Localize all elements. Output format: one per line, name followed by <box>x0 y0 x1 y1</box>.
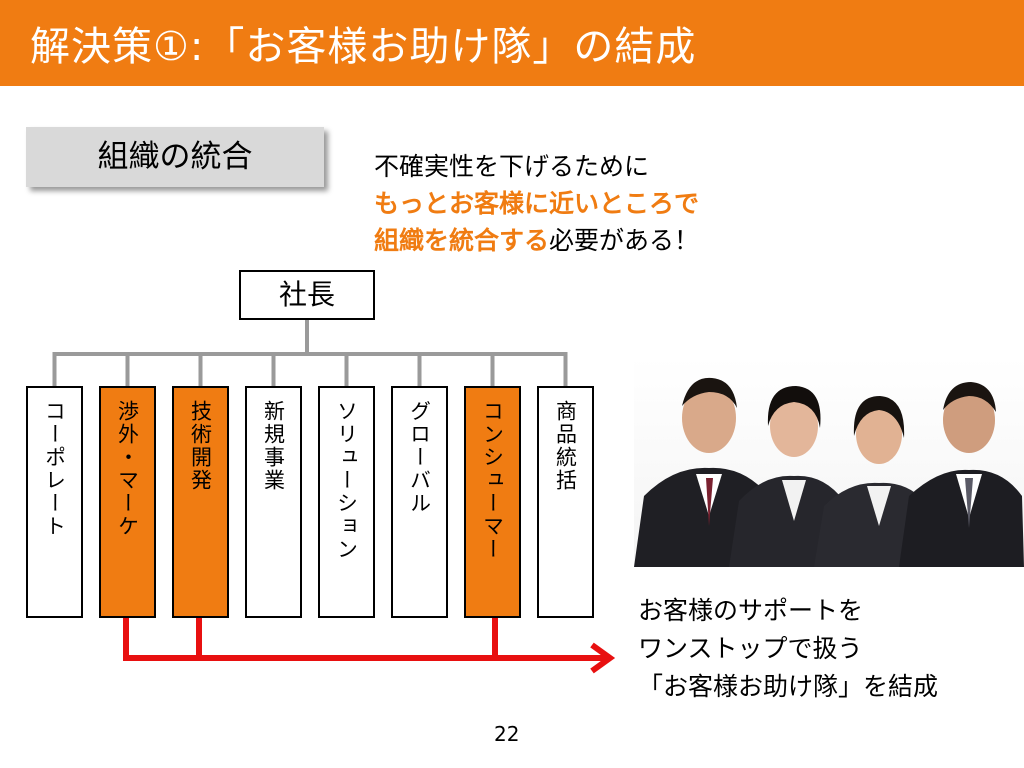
department-label: コンシューマー <box>480 400 505 561</box>
note-text: 不確実性を下げるために もっとお客様に近いところで 組織を統合する必要がある！ <box>374 148 699 259</box>
business-people-photo <box>634 356 1024 567</box>
department-label: 技術開発 <box>188 400 213 492</box>
page-number: 22 <box>494 722 520 746</box>
department-box-7: コンシューマー <box>464 386 521 618</box>
section-label: 組織の統合 <box>97 139 253 175</box>
note-line-3-highlight: 組織を統合する <box>374 226 550 255</box>
department-box-3: 技術開発 <box>172 386 229 618</box>
note-line-3-rest: 必要がある！ <box>549 226 700 255</box>
department-label: グローバル <box>407 400 432 515</box>
note-line-1: 不確実性を下げるために <box>374 152 650 181</box>
department-label: ソリューション <box>334 400 359 561</box>
caption-line-3: 「お客様お助け隊」を結成 <box>638 672 939 701</box>
department-label: 商品統括 <box>553 400 578 492</box>
department-box-4: 新規事業 <box>245 386 302 618</box>
person-4 <box>899 382 1024 567</box>
ceo-box: 社長 <box>239 270 375 320</box>
title-bar: 解決策①:「お客様お助け隊」の結成 <box>0 0 1024 86</box>
section-label-box: 組織の統合 <box>26 127 324 187</box>
note-line-2: もっとお客様に近いところで <box>374 189 700 218</box>
caption-line-1: お客様のサポートを <box>638 596 864 625</box>
department-box-8: 商品統括 <box>537 386 594 618</box>
department-box-6: グローバル <box>391 386 448 618</box>
caption-text: お客様のサポートを ワンストップで扱う 「お客様お助け隊」を結成 <box>638 592 938 706</box>
department-label: 新規事業 <box>261 400 286 492</box>
department-box-2: 渉外・マーケ <box>99 386 156 618</box>
arrow-head <box>590 642 616 674</box>
department-label: コーポレート <box>42 400 67 538</box>
slide-title: 解決策①:「お客様お助け隊」の結成 <box>30 24 697 70</box>
department-box-5: ソリューション <box>318 386 375 618</box>
caption-line-2: ワンストップで扱う <box>638 634 863 663</box>
department-box-1: コーポレート <box>26 386 83 618</box>
department-label: 渉外・マーケ <box>115 400 140 538</box>
note-line-3: 組織を統合する必要がある！ <box>374 222 699 259</box>
